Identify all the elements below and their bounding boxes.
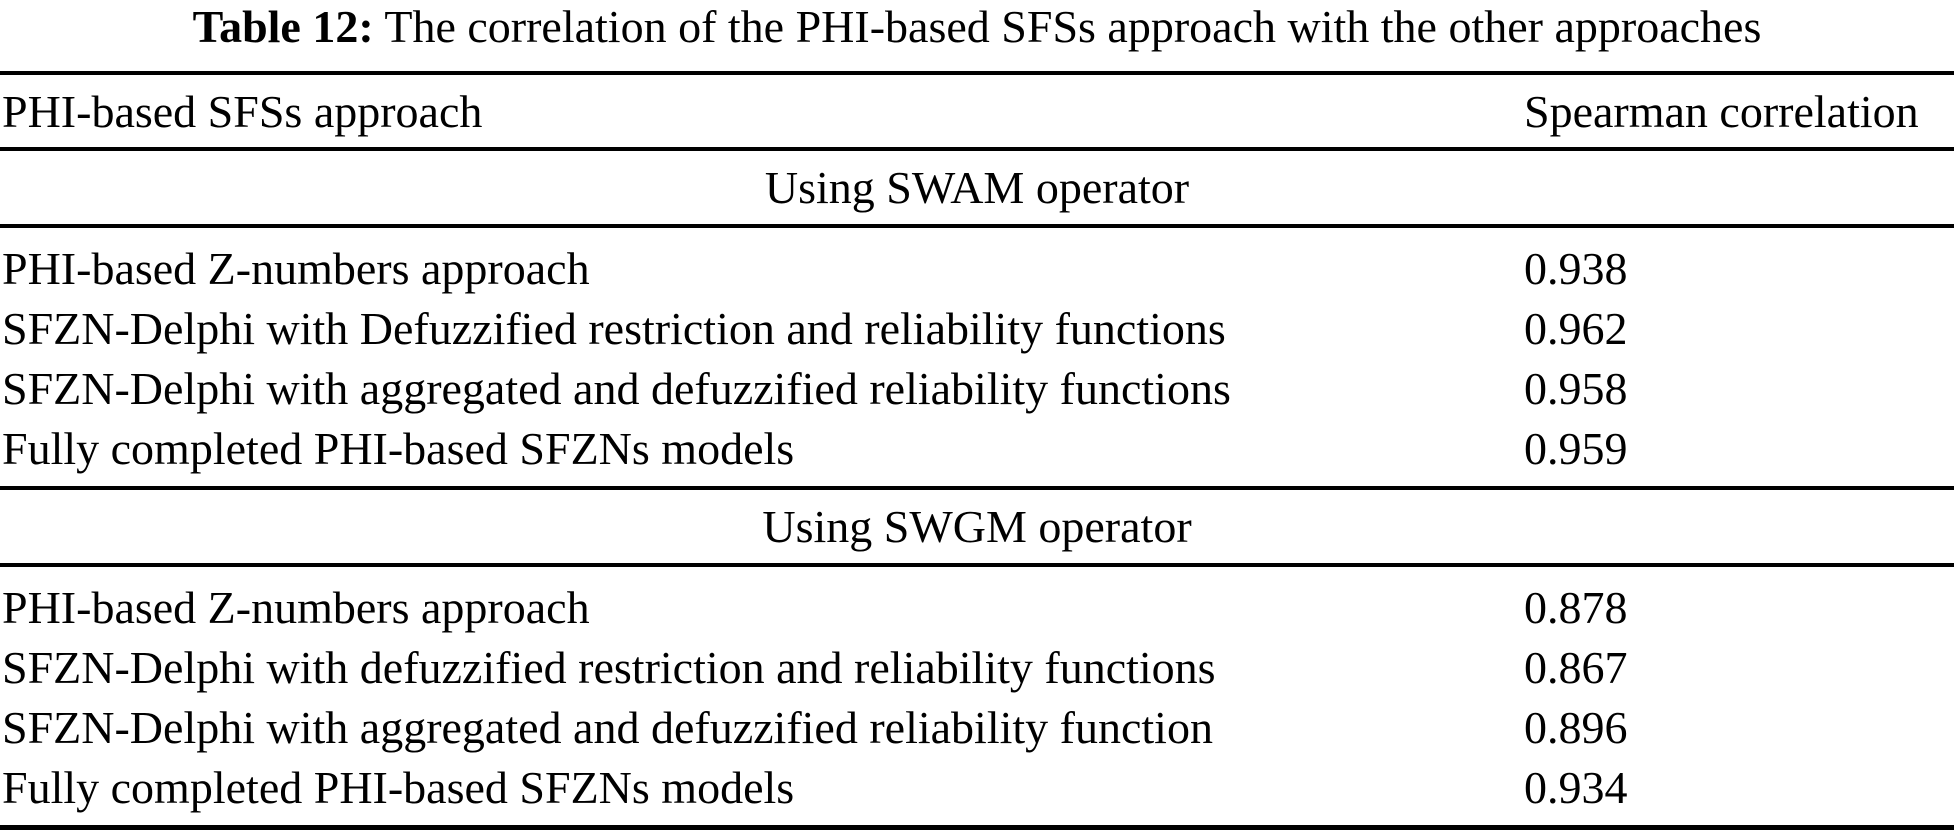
section-header-label: Using SWAM operator: [764, 162, 1190, 213]
approach-cell: SFZN-Delphi with aggregated and defuzzif…: [2, 362, 1231, 414]
approach-cell: PHI-based Z-numbers approach: [2, 581, 590, 633]
approach-cell: PHI-based Z-numbers approach: [2, 242, 590, 294]
correlation-cell: 0.938: [1524, 242, 1628, 294]
section-header-label: Using SWGM operator: [762, 501, 1192, 552]
correlation-table: PHI-based SFSs approach Spearman correla…: [0, 71, 1954, 830]
approach-cell: SFZN-Delphi with defuzzified restriction…: [2, 641, 1216, 693]
correlation-cell: 0.958: [1524, 362, 1628, 414]
section-header-swam: Using SWAM operator: [0, 149, 1954, 226]
table-header: PHI-based SFSs approach Spearman correla…: [0, 73, 1954, 149]
approach-cell: Fully completed PHI-based SFZNs models: [2, 761, 795, 813]
table-row: Fully completed PHI-based SFZNs models 0…: [0, 757, 1954, 828]
column-header-spearman-correlation: Spearman correlation: [1524, 85, 1919, 137]
section-header-swgm: Using SWGM operator: [0, 488, 1954, 565]
column-header-approach: PHI-based SFSs approach: [2, 85, 483, 137]
table-caption: Table 12: The correlation of the PHI-bas…: [0, 0, 1954, 52]
approach-cell: Fully completed PHI-based SFZNs models: [2, 422, 795, 474]
table-row: SFZN-Delphi with aggregated and defuzzif…: [0, 697, 1954, 757]
approach-cell: SFZN-Delphi with aggregated and defuzzif…: [2, 701, 1213, 753]
table-row: SFZN-Delphi with aggregated and defuzzif…: [0, 358, 1954, 418]
correlation-cell: 0.878: [1524, 581, 1628, 633]
correlation-cell: 0.934: [1524, 761, 1628, 813]
table-row: PHI-based Z-numbers approach 0.938: [0, 226, 1954, 298]
correlation-cell: 0.962: [1524, 302, 1628, 354]
correlation-cell: 0.896: [1524, 701, 1628, 753]
table-row: SFZN-Delphi with Defuzzified restriction…: [0, 298, 1954, 358]
table-row: SFZN-Delphi with defuzzified restriction…: [0, 637, 1954, 697]
header-row: PHI-based SFSs approach Spearman correla…: [0, 73, 1954, 149]
table-caption-label: Table 12:: [192, 1, 374, 52]
correlation-cell: 0.867: [1524, 641, 1628, 693]
approach-cell: SFZN-Delphi with Defuzzified restriction…: [2, 302, 1226, 354]
table-caption-text: The correlation of the PHI-based SFSs ap…: [373, 1, 1762, 52]
correlation-cell: 0.959: [1524, 422, 1628, 474]
table-row: Fully completed PHI-based SFZNs models 0…: [0, 418, 1954, 488]
table-row: PHI-based Z-numbers approach 0.878: [0, 565, 1954, 637]
